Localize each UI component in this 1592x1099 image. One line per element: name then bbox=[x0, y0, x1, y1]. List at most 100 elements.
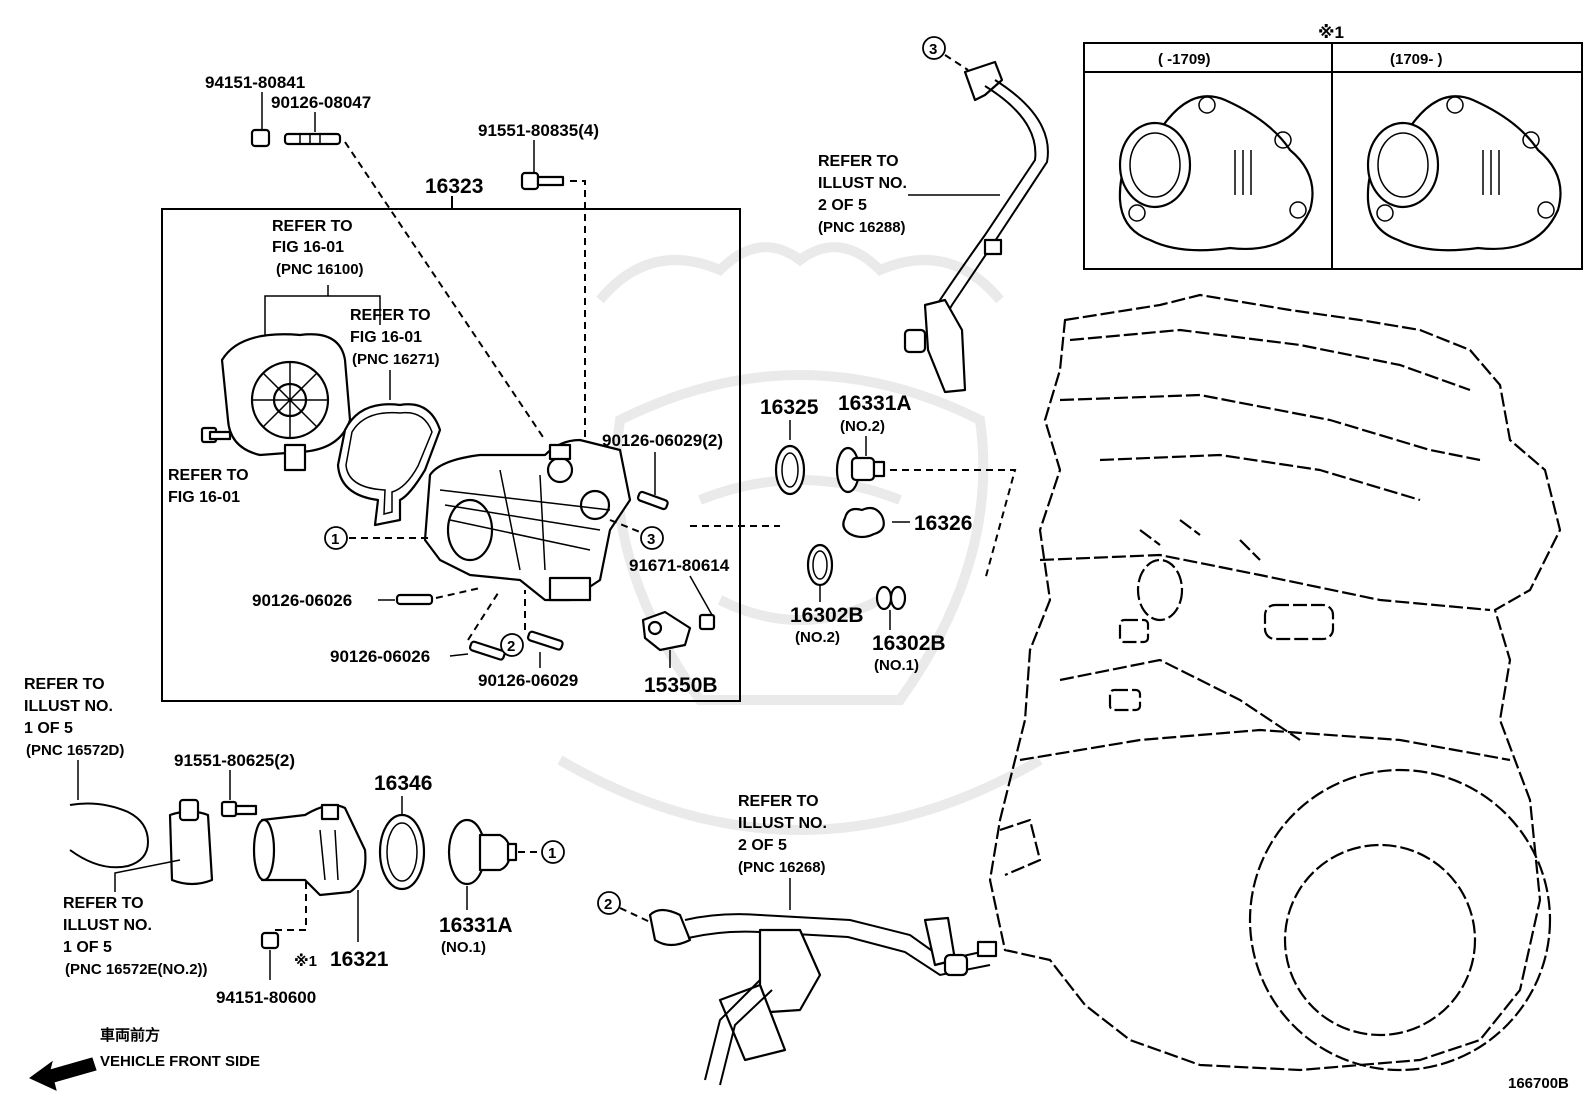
svg-text:ILLUST NO.: ILLUST NO. bbox=[818, 175, 907, 192]
part-number-91551-80625[interactable]: 91551-80625(2) bbox=[174, 751, 295, 770]
callout-3: 3 bbox=[647, 531, 655, 548]
water-bypass-pipe-icon bbox=[903, 60, 1049, 394]
svg-text:(NO.2): (NO.2) bbox=[795, 629, 840, 646]
thermostat-icon bbox=[447, 818, 518, 886]
diagram-id: 166700B bbox=[1508, 1075, 1569, 1092]
engine-block-outline-icon bbox=[988, 293, 1562, 1072]
direction-label-jp: 車両前方 bbox=[100, 1026, 160, 1044]
part-number-90126-06029-2[interactable]: 90126-06029(2) bbox=[602, 431, 723, 450]
ref-label: REFER TO bbox=[168, 467, 249, 484]
part-number-16326[interactable]: 16326 bbox=[914, 512, 972, 535]
variant-col-left: ( -1709) bbox=[1158, 51, 1211, 68]
ref-label: REFER TO bbox=[350, 307, 431, 324]
water-inlet-icon bbox=[252, 803, 367, 897]
variant-col-right: (1709- ) bbox=[1390, 51, 1443, 68]
svg-text:FIG 16-01: FIG 16-01 bbox=[350, 329, 422, 346]
svg-text:ILLUST NO.: ILLUST NO. bbox=[24, 698, 113, 715]
callout-2: 2 bbox=[604, 896, 612, 913]
callout-2-circle bbox=[500, 633, 524, 657]
callout-3-circle bbox=[640, 526, 664, 550]
svg-text:FIG 16-01: FIG 16-01 bbox=[272, 239, 344, 256]
ref-label: REFER TO bbox=[738, 793, 819, 810]
part-number-16302B-no1[interactable]: 16302B bbox=[872, 632, 946, 655]
gasket-ring-icon bbox=[378, 813, 426, 891]
ref-label: REFER TO bbox=[24, 676, 105, 693]
svg-text:(NO.1): (NO.1) bbox=[874, 657, 919, 674]
part-number-16331A-no2[interactable]: 16331A bbox=[838, 392, 912, 415]
callout-3-circle bbox=[922, 36, 946, 60]
water-inlet-variant-early-icon bbox=[1118, 95, 1314, 252]
part-number-15350B[interactable]: 15350B bbox=[644, 674, 718, 697]
callout-1-circle bbox=[541, 840, 565, 864]
direction-label-en: VEHICLE FRONT SIDE bbox=[100, 1053, 260, 1070]
svg-text:(PNC 16288): (PNC 16288) bbox=[818, 219, 906, 236]
part-number-90126-06026[interactable]: 90126-06026 bbox=[330, 647, 430, 666]
samurai-helmet-watermark-icon bbox=[557, 242, 1043, 835]
svg-text:(PNC 16100): (PNC 16100) bbox=[276, 261, 364, 278]
svg-text:(PNC 16572D): (PNC 16572D) bbox=[26, 742, 124, 759]
left-arrow-icon bbox=[29, 1057, 97, 1091]
svg-text:(NO.2): (NO.2) bbox=[840, 418, 885, 435]
ref-label: REFER TO bbox=[272, 218, 353, 235]
stud-bolt-icon bbox=[636, 490, 669, 511]
callout-2-circle bbox=[597, 891, 621, 915]
gasket-ring-icon bbox=[806, 543, 834, 587]
svg-text:FIG 16-01: FIG 16-01 bbox=[168, 489, 240, 506]
svg-text:(PNC 16268): (PNC 16268) bbox=[738, 859, 826, 876]
part-number-91671-80614[interactable]: 91671-80614 bbox=[629, 556, 730, 575]
hose-clamp-icon bbox=[168, 798, 214, 886]
water-pump-icon bbox=[220, 333, 352, 472]
svg-text:2 OF 5: 2 OF 5 bbox=[818, 197, 867, 214]
svg-text:(PNC 16271): (PNC 16271) bbox=[352, 351, 440, 368]
water-inlet-variant-late-icon bbox=[1366, 95, 1562, 252]
callout-1: 1 bbox=[331, 531, 339, 548]
nut-icon bbox=[250, 128, 271, 148]
part-number-90126-06029[interactable]: 90126-06029 bbox=[478, 671, 578, 690]
part-number-16346[interactable]: 16346 bbox=[374, 772, 432, 795]
nut-icon bbox=[260, 931, 280, 950]
stud-bolt-icon bbox=[283, 132, 342, 146]
callout-2: 2 bbox=[507, 638, 515, 655]
stud-bolt-icon bbox=[526, 630, 564, 651]
callout-3: 3 bbox=[929, 41, 937, 58]
part-number-16323[interactable]: 16323 bbox=[425, 175, 483, 198]
part-number-16302B-no2[interactable]: 16302B bbox=[790, 604, 864, 627]
ref-label: REFER TO bbox=[63, 895, 144, 912]
bolt-icon bbox=[520, 171, 565, 191]
part-number-94151-80841[interactable]: 94151-80841 bbox=[205, 73, 305, 92]
radiator-hose-icon bbox=[69, 802, 150, 869]
bolt-icon bbox=[220, 800, 258, 818]
part-number-91551-80835[interactable]: 91551-80835(4) bbox=[478, 121, 599, 140]
bolt-icon bbox=[200, 426, 232, 444]
water-outlet-housing-icon bbox=[423, 438, 632, 602]
callout-1-circle bbox=[324, 526, 348, 550]
svg-text:(PNC 16572E(NO.2)): (PNC 16572E(NO.2)) bbox=[65, 961, 208, 978]
note-mark-16321: ※1 bbox=[294, 952, 317, 970]
stud-bolt-icon bbox=[395, 593, 434, 606]
water-bypass-pipe-icon bbox=[648, 908, 998, 1086]
sensor-bracket-icon bbox=[641, 610, 692, 652]
svg-text:ILLUST NO.: ILLUST NO. bbox=[738, 815, 827, 832]
svg-text:2 OF 5: 2 OF 5 bbox=[738, 837, 787, 854]
svg-text:1 OF 5: 1 OF 5 bbox=[24, 720, 73, 737]
gasket-icon bbox=[842, 506, 885, 539]
part-number-16321[interactable]: 16321 bbox=[330, 948, 389, 971]
part-number-16325[interactable]: 16325 bbox=[760, 396, 819, 419]
gasket-icon bbox=[336, 403, 442, 527]
stud-bolt-icon bbox=[468, 640, 506, 661]
svg-text:ILLUST NO.: ILLUST NO. bbox=[63, 917, 152, 934]
thermostat-icon bbox=[835, 446, 886, 494]
svg-text:1 OF 5: 1 OF 5 bbox=[63, 939, 112, 956]
bolt-icon bbox=[698, 613, 716, 631]
callout-1: 1 bbox=[548, 845, 556, 862]
part-number-90126-06026[interactable]: 90126-06026 bbox=[252, 591, 352, 610]
ref-label: REFER TO bbox=[818, 153, 899, 170]
svg-text:(NO.1): (NO.1) bbox=[441, 939, 486, 956]
part-number-94151-80600[interactable]: 94151-80600 bbox=[216, 988, 316, 1007]
part-number-90126-08047[interactable]: 90126-08047 bbox=[271, 93, 371, 112]
part-number-16331A-no1[interactable]: 16331A bbox=[439, 914, 513, 937]
gasket-ring-icon bbox=[774, 444, 806, 496]
o-ring-pair-icon bbox=[875, 585, 907, 611]
variant-mark: ※1 bbox=[1318, 23, 1344, 42]
